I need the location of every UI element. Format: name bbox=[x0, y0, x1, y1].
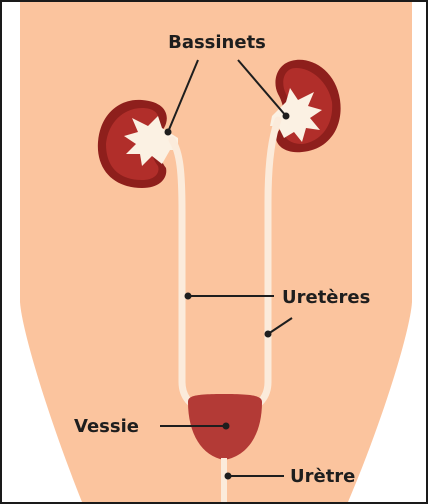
urethra-dot bbox=[225, 473, 232, 480]
label-bassinets: Bassinets bbox=[168, 32, 266, 53]
ureter-right-dot bbox=[265, 331, 272, 338]
bladder-dot bbox=[223, 423, 230, 430]
label-vessie: Vessie bbox=[74, 416, 139, 437]
pelvis-left-dot bbox=[165, 129, 172, 136]
ureter-left-dot bbox=[185, 293, 192, 300]
label-uretre: Urètre bbox=[290, 466, 355, 487]
pelvis-right-dot bbox=[283, 113, 290, 120]
label-ureteres: Uretères bbox=[282, 287, 370, 308]
